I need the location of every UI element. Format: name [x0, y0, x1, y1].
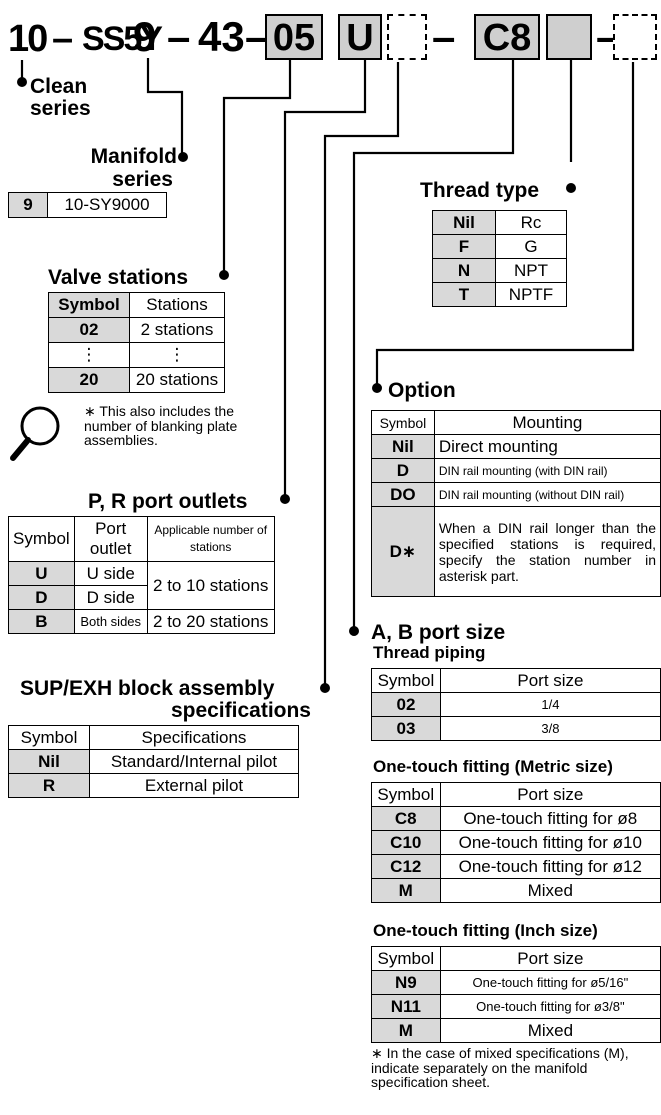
- ab-title: A, B port size: [371, 621, 506, 644]
- pr-stations-merged: 2 to 10 stations: [146, 561, 275, 610]
- manifold-title-1: Manifold: [90, 145, 177, 168]
- valve-stations-title: Valve stations: [48, 266, 189, 289]
- ab-metric-title: One-touch fitting (Metric size): [373, 757, 613, 776]
- ab-note: ∗ In the case of mixed specifications (M…: [371, 1045, 629, 1091]
- code-dash-3: –: [245, 13, 269, 60]
- code-box-option: [613, 14, 657, 60]
- code-box-thread: [546, 14, 592, 60]
- supexh-title-2: specifications: [170, 699, 311, 722]
- pr-table: Symbol Port outlet Applicable number of …: [8, 516, 275, 634]
- pr-title: P, R port outlets: [88, 490, 248, 513]
- code-prefix: 10: [8, 18, 48, 60]
- code-dash-2: –: [167, 13, 191, 60]
- ab-thread-title: Thread piping: [373, 643, 486, 662]
- code-box-stations: 05: [265, 14, 323, 60]
- code-box-supexh: [387, 14, 427, 60]
- clean-dot: [17, 77, 27, 87]
- valve-stations-note: ∗ This also includes the number of blank…: [84, 403, 238, 449]
- code-43: 43: [198, 13, 245, 60]
- option-table: Symbol Mounting Nil Direct mounting D DI…: [371, 410, 661, 597]
- manifold-symbol: 9: [8, 192, 48, 218]
- manifold-value: 10-SY9000: [47, 192, 167, 218]
- thread-dot: [566, 183, 576, 193]
- clean-title: Clean series: [30, 75, 91, 120]
- thread-title: Thread type: [420, 179, 540, 202]
- option-dot: [372, 383, 382, 393]
- valve-stations-dot: [219, 270, 229, 280]
- manifold-title-2: series: [112, 168, 173, 191]
- code-dash-4: –: [432, 13, 456, 60]
- option-title: Option: [388, 379, 456, 402]
- code-manifold: 9: [133, 13, 157, 60]
- code-box-port-size: C8: [474, 14, 540, 60]
- ab-inch-title: One-touch fitting (Inch size): [373, 921, 598, 940]
- ab-dot: [349, 626, 359, 636]
- code-series: SS5Y: [82, 20, 163, 58]
- code-box-ports: U: [338, 14, 382, 60]
- magnifier-icon: [10, 406, 60, 461]
- pr-dot: [280, 494, 290, 504]
- manifold-dot: [178, 152, 188, 162]
- supexh-dot: [320, 683, 330, 693]
- manifold-table: 9 10-SY9000: [8, 192, 167, 218]
- code-dash-1: –: [52, 18, 74, 60]
- supexh-title-1: SUP/EXH block assembly: [20, 677, 275, 700]
